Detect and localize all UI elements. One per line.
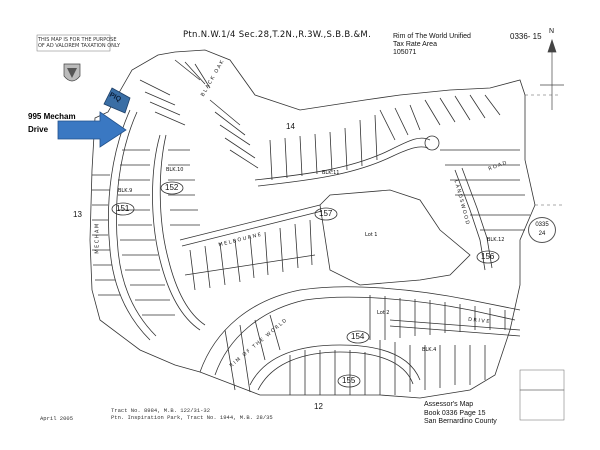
blk-mark: BLK.10 [166,167,184,173]
property-address: 995 Mecham Drive [28,110,76,136]
block-label: 154 [351,332,365,341]
assessor-block: Assessor's Map Book 0336 Page 15 San Ber… [424,401,497,427]
lot-label: Lot 2 [377,310,390,316]
sheet-number: 12 [314,402,323,411]
street-name: MECHAM [94,222,101,254]
tax-area-line: Rim of The World Unified [393,33,471,40]
blk-mark: BLK.9 [118,188,133,194]
north-label: N [549,28,555,35]
section-title: Ptn.N.W.1/4 Sec.28,T.2N.,R.3W.,S.B.B.&M. [183,30,372,40]
map-date: April 2005 [40,415,74,422]
assessor-line: San Bernardino County [424,418,497,425]
block-label: 157 [319,209,333,218]
notice-line: THIS MAP IS FOR THE PURPOSE [38,37,117,43]
book-page-ref: 0336- 15 [510,32,542,41]
adjacent-book-line: 0335 [535,222,549,228]
tract-line: Ptn. Inspiration Park, Tract No. 1944, M… [111,414,273,421]
tax-area-block: Rim of The World Unified Tax Rate Area 1… [393,33,471,57]
piq-marker [103,87,131,114]
tax-area-line: Tax Rate Area [393,41,437,48]
notice-line: OF AD VALOREM TAXATION ONLY [38,43,121,49]
address-line: Drive [28,125,49,134]
county-seal-icon [63,63,81,82]
block-label: 151 [116,204,130,213]
assessor-line: Book 0336 Page 15 [424,409,486,417]
blk-mark: BLK.11 [322,170,340,176]
tract-notes: Tract No. 8984, M.B. 122/31-32 Ptn. Insp… [111,407,273,421]
block-label: 155 [342,376,356,385]
lot-label: Lot 1 [365,232,378,238]
north-arrow-icon [540,38,564,110]
adjacent-book-line: 24 [538,231,546,237]
taxation-notice: THIS MAP IS FOR THE PURPOSE OF AD VALORE… [38,37,121,49]
blk-mark: BLK.12 [487,237,505,243]
address-line: 995 Mecham [28,112,76,121]
location-arrow-icon [57,111,127,148]
tax-area-line: 105071 [393,49,417,56]
block-label: 156 [481,252,495,261]
adjacent-book-ref: 0335 24 [528,217,556,243]
sheet-number: 13 [73,210,82,219]
blk-mark: BLK.4 [422,347,437,353]
sheet-number: 14 [286,122,295,131]
tract-line: Tract No. 8984, M.B. 122/31-32 [111,407,211,414]
assessor-line: Assessor's Map [424,401,474,408]
block-label: 152 [165,183,179,192]
